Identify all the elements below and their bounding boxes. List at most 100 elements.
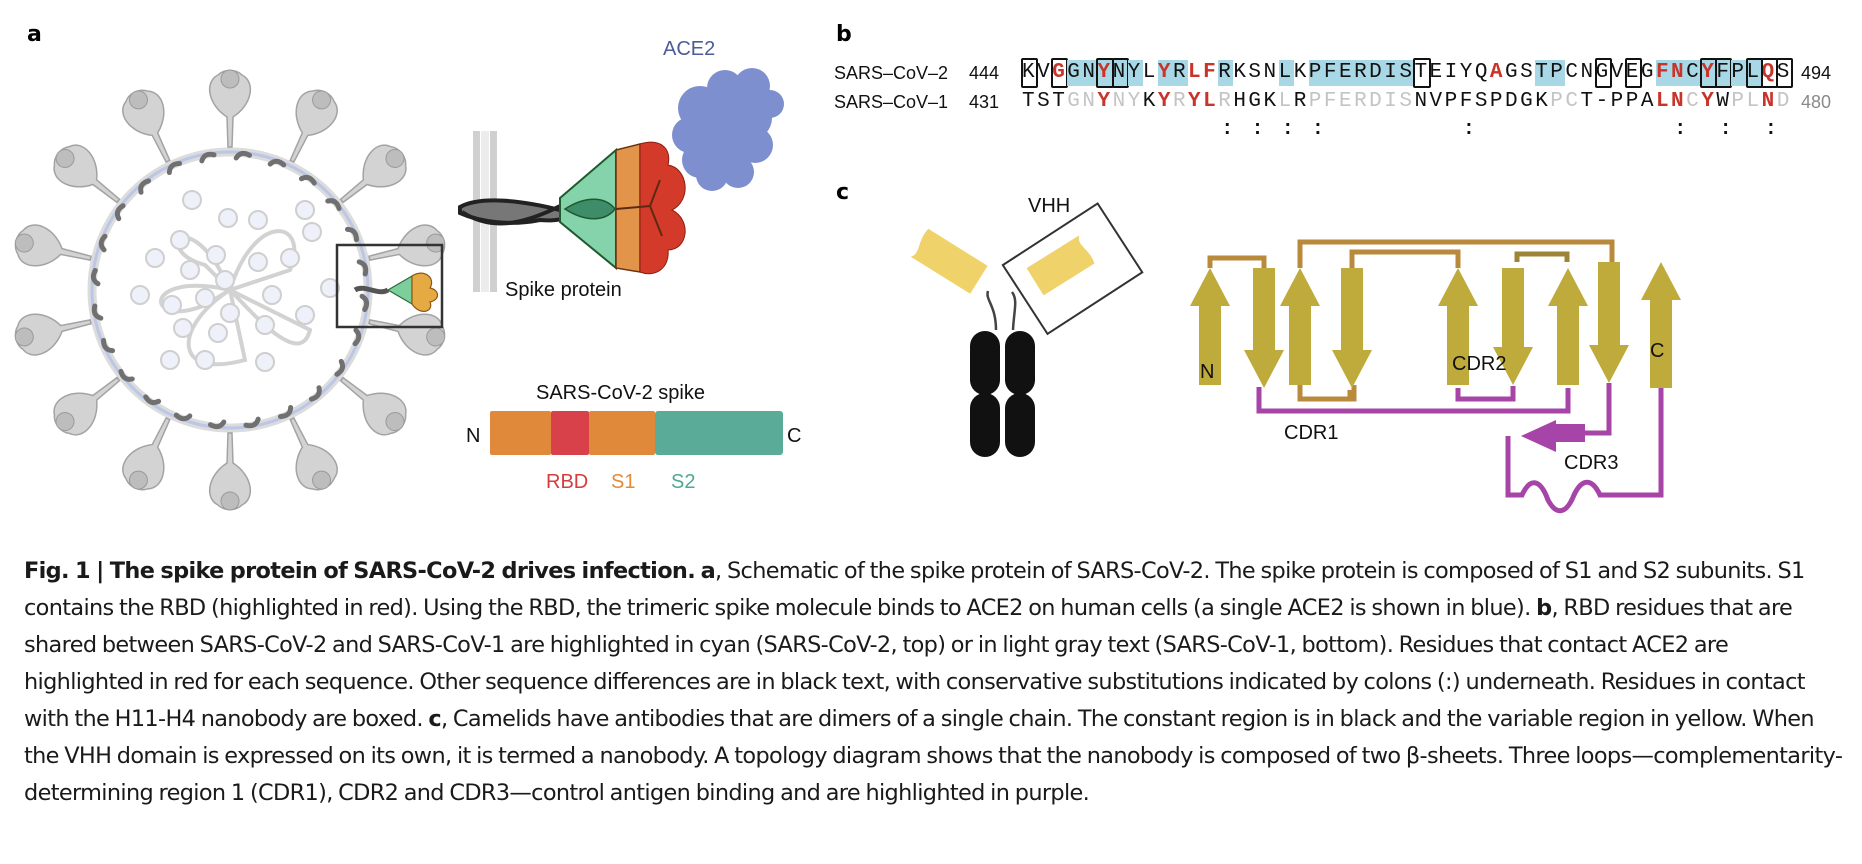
- residue: P: [1550, 60, 1566, 86]
- residue: P: [1444, 90, 1458, 113]
- membrane-protein: [325, 198, 342, 212]
- residue: Y: [1700, 58, 1718, 88]
- residue: Y: [1188, 90, 1201, 113]
- membrane-protein: [114, 203, 126, 222]
- residue: N: [1671, 60, 1687, 86]
- residue: R: [1293, 90, 1307, 113]
- membrane-protein: [199, 151, 217, 164]
- caption-b-text: , RBD residues that are shared between S…: [24, 595, 1806, 732]
- spike-on-virus: [122, 89, 171, 164]
- residue: L: [1278, 90, 1292, 113]
- conservation-colon: :: [1764, 118, 1777, 141]
- residue: C: [1686, 90, 1699, 113]
- residue: N: [1414, 90, 1428, 113]
- membrane-protein: [207, 419, 227, 430]
- beta-strand-arrow: [1589, 262, 1629, 383]
- residue: P: [1308, 90, 1322, 113]
- residue: A: [1640, 90, 1654, 113]
- residue: T: [1022, 90, 1035, 113]
- residue: C: [1686, 60, 1702, 86]
- residue: K: [1293, 61, 1307, 84]
- residue: Y: [1701, 90, 1714, 113]
- legend-rbd: RBD: [546, 471, 588, 493]
- residue: K: [1263, 90, 1277, 113]
- residue: P: [1731, 90, 1745, 113]
- cdr3-label: CDR3: [1564, 452, 1618, 474]
- residue: L: [1188, 61, 1201, 84]
- residue: S: [1399, 60, 1415, 86]
- membrane-protein: [233, 150, 253, 161]
- membrane-protein: [344, 226, 359, 243]
- caption-a-text: , Schematic of the spike protein of SARS…: [24, 558, 1805, 621]
- spike-on-virus: [208, 432, 252, 511]
- residue: Y: [1096, 58, 1114, 88]
- membrane-protein: [143, 394, 162, 406]
- residue: L: [1203, 90, 1216, 113]
- residue: S: [1248, 61, 1262, 84]
- panel-label-b: b: [836, 22, 852, 47]
- residue: G: [1640, 61, 1654, 84]
- residue: G: [1594, 58, 1612, 88]
- residue: D: [1505, 90, 1518, 113]
- beta-strand-arrow: [1244, 268, 1284, 388]
- domain-bar: [490, 411, 783, 455]
- membrane-protein: [298, 174, 317, 186]
- residue: T: [1413, 58, 1431, 88]
- beta-strand-arrow: [1548, 268, 1588, 385]
- membrane-protein: [138, 178, 152, 195]
- residue: G: [1248, 90, 1262, 113]
- spike-on-virus: [368, 313, 446, 356]
- residue: R: [1218, 60, 1234, 86]
- residue: F: [1715, 58, 1733, 88]
- membrane-protein: [173, 412, 193, 422]
- membrane-protein: [352, 327, 362, 347]
- residue: I: [1384, 90, 1397, 113]
- residue: N: [1112, 90, 1126, 113]
- vhh-box: [1001, 202, 1144, 336]
- beta-strand-arrow: [1280, 268, 1320, 385]
- residue: A: [1489, 61, 1503, 84]
- residue: Y: [1097, 90, 1111, 113]
- residue: F: [1459, 90, 1473, 113]
- residue: S: [1520, 61, 1533, 84]
- residue: T: [1535, 60, 1551, 86]
- beta-strand-arrow: [1332, 268, 1372, 388]
- residue: N: [1082, 60, 1098, 86]
- panel-label-c: c: [836, 180, 850, 205]
- legend-s1: S1: [611, 471, 635, 493]
- residue: P: [1308, 60, 1324, 86]
- residue: I: [1384, 60, 1400, 86]
- residue: S: [1037, 90, 1050, 113]
- spike-protein-label: Spike protein: [505, 279, 622, 301]
- residue: L: [1745, 58, 1763, 88]
- seq-end-cov1: 480: [1801, 92, 1832, 112]
- residue: V: [1610, 61, 1624, 84]
- segment-rbd: [551, 411, 589, 455]
- residue: C: [1565, 61, 1578, 84]
- residue: F: [1323, 60, 1339, 86]
- residue: E: [1624, 58, 1642, 88]
- topology-diagram: [1190, 239, 1681, 514]
- residue: L: [1655, 90, 1669, 113]
- residue: E: [1429, 61, 1443, 84]
- spike-on-virus: [122, 416, 171, 491]
- residue: Y: [1127, 90, 1141, 113]
- residue: S: [1399, 90, 1412, 113]
- residue: S: [1474, 90, 1488, 113]
- residue: R: [1354, 90, 1367, 113]
- panel-label-a: a: [27, 22, 42, 47]
- residue: T: [1580, 90, 1594, 113]
- camelid-antibody: [910, 202, 1144, 457]
- residue: F: [1323, 90, 1337, 113]
- seq-start-cov1: 431: [969, 92, 1000, 112]
- spike-on-virus: [368, 224, 446, 267]
- beta-strand-arrow: [1190, 268, 1230, 385]
- constant-domain-3: [970, 393, 1000, 457]
- cdr3-strand-arrow: [1521, 420, 1585, 452]
- residue: T: [1052, 90, 1065, 113]
- spike-protein-diagram: [458, 141, 686, 275]
- residue: P: [1731, 60, 1747, 86]
- residue: H: [1233, 90, 1246, 113]
- residue: L: [1142, 61, 1156, 84]
